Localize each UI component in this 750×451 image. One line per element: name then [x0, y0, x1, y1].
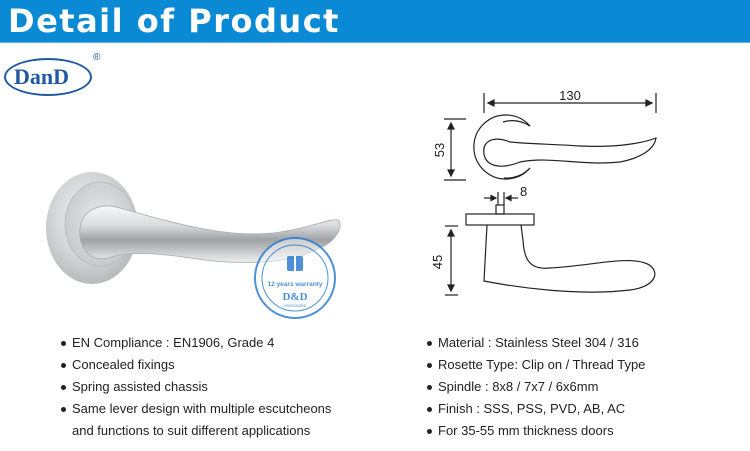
spec-text: Finish : SSS, PSS, PVD, AB, AC — [438, 401, 626, 416]
features-list-right: Material : Stainless Steel 304 / 316 Ros… — [426, 332, 686, 442]
spec-item: For 35-55 mm thickness doors — [426, 420, 686, 442]
dim-height: 45 — [430, 255, 445, 269]
feature-text: Concealed fixings — [72, 357, 175, 372]
spec-text: For 35-55 mm thickness doors — [438, 423, 614, 438]
spec-text: Spindle : 8x8 / 7x7 / 6x6mm — [438, 379, 599, 394]
side-view: 8 45 — [430, 184, 656, 296]
feature-text: Spring assisted chassis — [72, 379, 208, 394]
spec-item: Rosette Type: Clip on / Thread Type — [426, 354, 686, 376]
feature-text: Same lever design with multiple escutche… — [72, 401, 332, 416]
feature-text-continuation: and functions to suit different applicat… — [72, 423, 311, 438]
top-view: 130 53 — [432, 88, 657, 181]
spec-text: Rosette Type: Clip on / Thread Type — [438, 357, 646, 372]
dim-rose: 53 — [432, 143, 447, 157]
logo-oval — [4, 58, 92, 96]
stamp-sub: HARDWARE — [283, 303, 307, 308]
feature-item: EN Compliance : EN1906, Grade 4 — [60, 332, 360, 354]
lever-handle — [79, 205, 341, 263]
spec-item: Material : Stainless Steel 304 / 316 — [426, 332, 686, 354]
product-photo: 12 years warranty D&D HARDWARE — [46, 172, 341, 319]
feature-item: Concealed fixings — [60, 354, 360, 376]
dim-length: 130 — [559, 88, 581, 103]
header-banner: Detail of Product — [0, 0, 750, 43]
stamp-brand: D&D — [282, 291, 307, 303]
stamp-warranty: 12 years warranty — [268, 281, 323, 288]
spec-text: Material : Stainless Steel 304 / 316 — [438, 335, 639, 350]
brand-logo: DanD ® — [4, 52, 100, 98]
feature-item: Same lever design with multiple escutche… — [60, 398, 360, 442]
technical-drawing: 130 53 8 45 — [430, 88, 657, 296]
spec-item: Finish : SSS, PSS, PVD, AB, AC — [426, 398, 686, 420]
registered-mark: ® — [93, 52, 101, 63]
page-title: Detail of Product — [8, 2, 340, 40]
spec-item: Spindle : 8x8 / 7x7 / 6x6mm — [426, 376, 686, 398]
dim-spindle: 8 — [520, 184, 527, 199]
features-list-left: EN Compliance : EN1906, Grade 4 Conceale… — [60, 332, 360, 442]
warranty-stamp: 12 years warranty D&D HARDWARE — [254, 237, 336, 319]
logo-text: DanD — [14, 64, 70, 89]
feature-item: Spring assisted chassis — [60, 376, 360, 398]
feature-text: EN Compliance : EN1906, Grade 4 — [72, 335, 275, 350]
